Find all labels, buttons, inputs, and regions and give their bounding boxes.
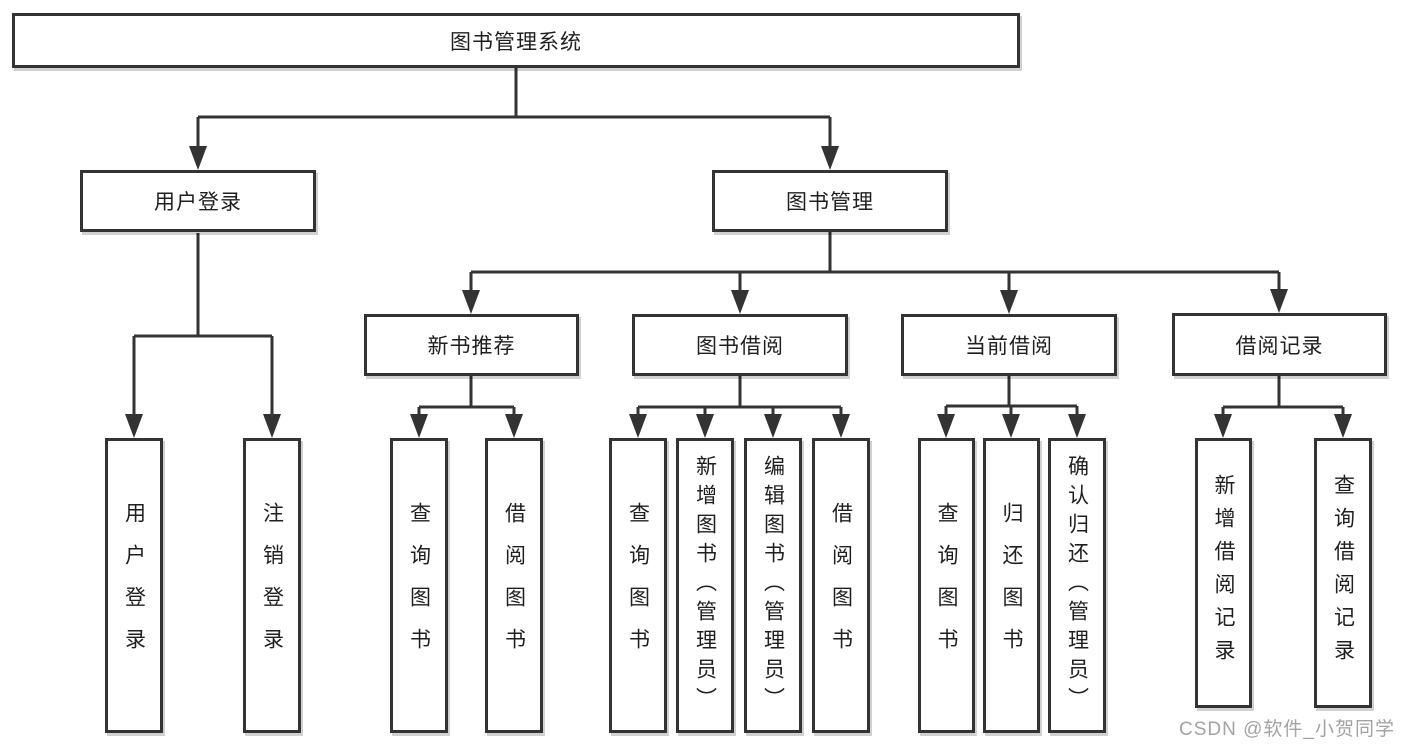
leaf-borrow-books-borrowing: 借阅图书 bbox=[812, 438, 870, 733]
leaf-query-books-recommend: 查询图书 bbox=[390, 438, 448, 733]
node-label: 用户登录 bbox=[122, 501, 146, 670]
leaf-query-borrow-record: 查询借阅记录 bbox=[1314, 438, 1372, 708]
node-current-borrowing: 当前借阅 bbox=[901, 314, 1117, 376]
leaf-confirm-return-admin: 确认归还（管理员） bbox=[1048, 438, 1106, 733]
arrowhead-icon bbox=[764, 414, 782, 438]
leaf-add-borrow-record: 新增借阅记录 bbox=[1195, 438, 1252, 708]
arrowhead-icon bbox=[1334, 414, 1352, 438]
node-label: 借阅图书 bbox=[502, 501, 526, 670]
node-book-management: 图书管理 bbox=[712, 170, 948, 232]
leaf-add-books-admin: 新增图书（管理员） bbox=[676, 438, 734, 733]
arrowhead-icon bbox=[1000, 290, 1018, 314]
node-label: 查询图书 bbox=[626, 501, 650, 670]
node-book-borrowing: 图书借阅 bbox=[632, 314, 848, 376]
leaf-user-login: 用户登录 bbox=[105, 438, 163, 733]
leaf-edit-books-admin: 编辑图书（管理员） bbox=[744, 438, 802, 733]
node-label: 注销登录 bbox=[260, 501, 284, 670]
arrowhead-icon bbox=[832, 414, 850, 438]
arrowhead-icon bbox=[410, 414, 428, 438]
node-label: 新增借阅记录 bbox=[1212, 474, 1235, 672]
node-label: 图书借阅 bbox=[696, 335, 784, 358]
node-label: 查询图书 bbox=[935, 501, 958, 670]
arrowhead-icon bbox=[189, 146, 207, 170]
leaf-query-books-current: 查询图书 bbox=[918, 438, 975, 733]
node-label: 确认归还（管理员） bbox=[1065, 455, 1089, 716]
arrowhead-icon bbox=[462, 290, 480, 314]
arrowhead-icon bbox=[263, 414, 281, 438]
node-label: 借阅记录 bbox=[1235, 334, 1324, 358]
node-label: 用户登录 bbox=[154, 191, 242, 214]
node-user-login: 用户登录 bbox=[80, 170, 316, 232]
node-label: 图书管理系统 bbox=[450, 30, 582, 54]
leaf-query-books-borrowing: 查询图书 bbox=[609, 438, 667, 733]
leaf-borrow-books-recommend: 借阅图书 bbox=[485, 438, 543, 733]
watermark: CSDN @软件_小贺同学 bbox=[1179, 719, 1395, 740]
node-label: 图书管理 bbox=[786, 191, 874, 214]
node-library-management-system: 图书管理系统 bbox=[12, 13, 1020, 68]
arrowhead-icon bbox=[696, 414, 714, 438]
arrowhead-icon bbox=[1068, 414, 1086, 438]
node-label: 借阅图书 bbox=[829, 501, 853, 670]
arrowhead-icon bbox=[821, 146, 839, 170]
node-label: 查询借阅记录 bbox=[1331, 474, 1355, 672]
node-label: 归还图书 bbox=[1000, 501, 1023, 670]
arrowhead-icon bbox=[1002, 414, 1020, 438]
arrowhead-icon bbox=[1214, 414, 1232, 438]
node-label: 查询图书 bbox=[407, 501, 431, 670]
node-borrowing-records: 借阅记录 bbox=[1172, 313, 1387, 376]
node-label: 新书推荐 bbox=[427, 335, 516, 358]
arrowhead-icon bbox=[505, 414, 523, 438]
node-label: 编辑图书（管理员） bbox=[761, 455, 785, 716]
leaf-logout-login: 注销登录 bbox=[243, 438, 301, 733]
arrowhead-icon bbox=[629, 414, 647, 438]
node-label: 当前借阅 bbox=[965, 335, 1053, 358]
arrowhead-icon bbox=[937, 414, 955, 438]
node-label: 新增图书（管理员） bbox=[693, 455, 717, 716]
node-new-book-recommendation: 新书推荐 bbox=[364, 314, 579, 376]
arrowhead-icon bbox=[1270, 289, 1288, 313]
arrowhead-icon bbox=[731, 290, 749, 314]
leaf-return-books: 归还图书 bbox=[983, 438, 1040, 733]
arrowhead-icon bbox=[125, 414, 143, 438]
